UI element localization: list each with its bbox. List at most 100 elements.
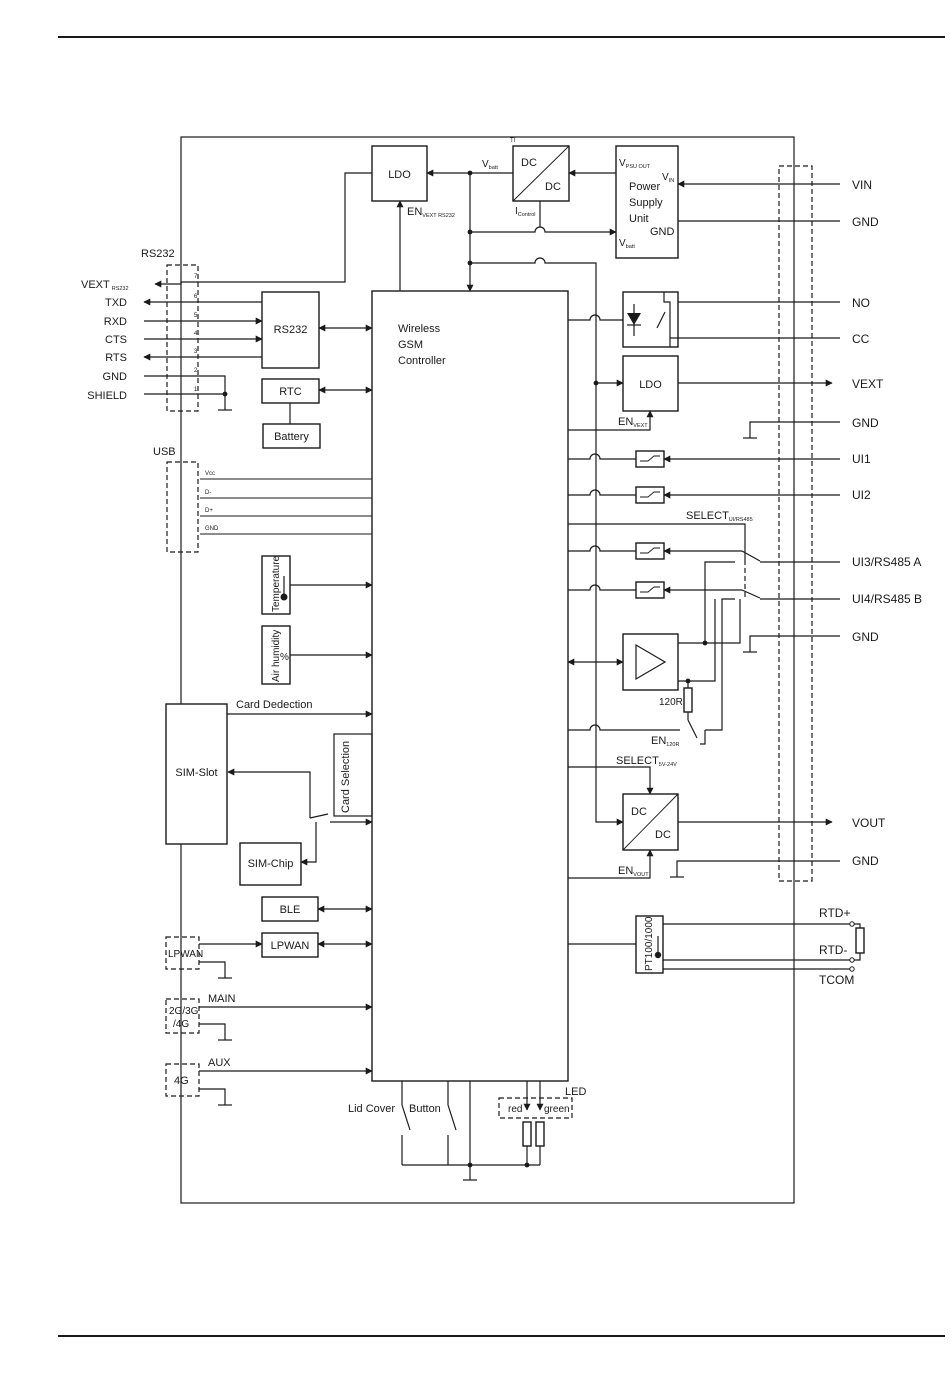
icontrol-label: IControl (515, 206, 536, 218)
psu-vpsu-label: VPSU OUT (619, 158, 651, 170)
rs232-transceiver-label: RS232 (274, 324, 308, 336)
gsm-line3: Controller (398, 355, 446, 367)
power-supply-unit-block (615, 145, 679, 259)
select-5v-label: SELECT5V-24V (616, 755, 677, 768)
psu-vbatt-label: Vbatt (619, 238, 635, 250)
main-antenna-line1: 2G/3G (169, 1006, 199, 1017)
rtd-minus-label: RTD- (819, 943, 847, 957)
terminal-strip (778, 165, 813, 882)
en-120r-label: EN120R (651, 735, 679, 748)
led-red-label: red (508, 1104, 522, 1115)
dcdc-top-in-label: DC (521, 157, 537, 169)
terminal-ui2: UI2 (852, 488, 871, 502)
ble-block (261, 896, 319, 922)
rs232-signal-txd: TXD (105, 297, 127, 309)
card-dedection-label: Card Dedection (236, 699, 312, 711)
usb-pin-dplus: D+ (205, 508, 213, 514)
rs232-pin-5: 5 (194, 313, 198, 319)
led-red-resistor (522, 1121, 532, 1147)
r120-label: 120R (659, 697, 683, 708)
led-green-label: green (544, 1104, 570, 1115)
sim-slot-label: SIM-Slot (175, 767, 217, 779)
terminal-gnd-2: GND (852, 416, 879, 430)
gsm-line2: GSM (398, 339, 423, 351)
battery-label: Battery (274, 431, 309, 443)
air-humidity-sensor-block (261, 625, 291, 685)
sim-chip-block (239, 842, 302, 886)
dcdc-right-in-label: DC (631, 806, 647, 818)
tcom-label: TCOM (819, 973, 854, 987)
psu-line2: Supply (629, 197, 663, 209)
temperature-sensor-block (261, 555, 291, 615)
select-ui-label: SELECTUI/RS485 (686, 510, 753, 523)
rs232-signal-gnd: GND (103, 371, 128, 383)
usb-connector (166, 461, 199, 553)
aux-antenna-label: 4G (174, 1075, 189, 1087)
terminal-gnd-4: GND (852, 854, 879, 868)
gsm-controller-block (371, 290, 569, 1082)
air-humidity-label: Air humidity (271, 630, 282, 682)
humidity-percent-icon: % (280, 652, 289, 663)
usb-pin-dminus: D- (205, 490, 211, 496)
resistor-120r (683, 687, 693, 713)
main-antenna-connector (165, 998, 200, 1034)
ldo-top-block (371, 145, 428, 202)
psu-gnd-label: GND (650, 226, 675, 238)
rtd-resistor (855, 927, 865, 954)
led-green-resistor (535, 1121, 545, 1147)
lpwan-antenna-connector (165, 936, 200, 970)
led-group (498, 1097, 573, 1119)
lid-cover-label: Lid Cover (348, 1103, 395, 1115)
usb-pin-vcc: Vcc (205, 471, 215, 477)
terminal-cc: CC (852, 332, 870, 346)
led-label: LED (565, 1086, 586, 1098)
terminal-no: NO (852, 296, 870, 310)
en-vext-rs232-label: ENVEXT RS232 (407, 206, 455, 219)
rs232-header: RS232 (141, 248, 175, 260)
terminal-vout: VOUT (852, 816, 886, 830)
rs232-pin-6: 6 (194, 294, 198, 300)
button-label: Button (409, 1103, 441, 1115)
terminal-gnd-1: GND (852, 215, 879, 229)
rs232-pin-7: 7 (194, 274, 198, 280)
aux-antenna-connector (165, 1063, 200, 1097)
usb-pin-gnd: GND (205, 526, 219, 532)
terminal-vin: VIN (852, 178, 872, 192)
lpwan-block-label: LPWAN (271, 940, 310, 952)
en-vext-label: ENVEXT (618, 416, 648, 429)
psu-line3: Unit (629, 213, 649, 225)
rs232-transceiver-block (261, 291, 320, 369)
card-selection-label: Card Selection (340, 741, 352, 813)
ldo-right-block (622, 355, 679, 412)
aux-label: AUX (208, 1057, 231, 1069)
rs232-pin-3: 3 (194, 349, 198, 355)
rtd-plus-label: RTD+ (819, 906, 850, 920)
temperature-label: Temperature (271, 555, 282, 612)
terminal-ui4: UI4/RS485 B (852, 592, 922, 606)
ldo-right-label: LDO (639, 379, 662, 391)
vbatt-label: Vbatt (482, 159, 498, 171)
psu-line1: Power (629, 181, 661, 193)
rs232-pin-4: 4 (194, 331, 198, 337)
psu-vin-label: VIN (662, 172, 674, 184)
device-outline (180, 136, 795, 1204)
rtc-label: RTC (279, 386, 301, 398)
rs232-pin-2: 2 (194, 368, 198, 374)
dcdc-top-out-label: DC (545, 181, 561, 193)
rs232-signal-rts: RTS (105, 352, 127, 364)
rs485-transceiver-block (622, 633, 679, 691)
card-selection-block (333, 733, 373, 817)
rs232-signal-rxd: RXD (104, 316, 127, 328)
terminal-vext: VEXT (852, 377, 884, 391)
usb-header: USB (153, 446, 176, 458)
rs232-connector (166, 264, 199, 412)
ble-label: BLE (280, 904, 301, 916)
main-label: MAIN (208, 993, 236, 1005)
terminal-ui3: UI3/RS485 A (852, 555, 921, 569)
terminal-ui1: UI1 (852, 452, 871, 466)
dcdc-right-out-label: DC (655, 829, 671, 841)
en-vout-label: ENVOUT (618, 865, 649, 878)
rs232-pin-1: 1 (194, 387, 198, 393)
